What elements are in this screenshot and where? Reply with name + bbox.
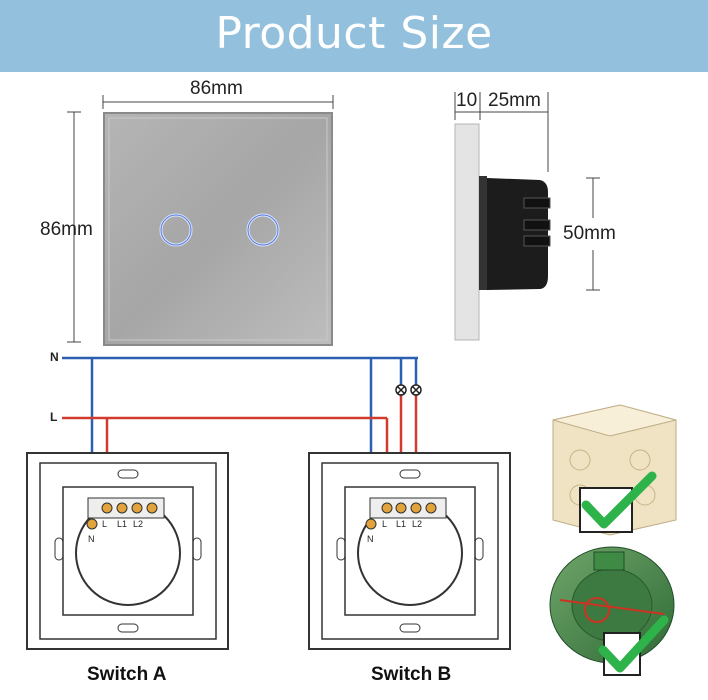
terminal-label-l: L <box>382 519 388 529</box>
terminal-label-l2: L2 <box>133 519 144 529</box>
side-plate-label: 10 <box>456 90 478 111</box>
terminal-label-l1: L1 <box>396 519 407 529</box>
side-dimension-lines <box>454 92 600 291</box>
checkmark-icon <box>581 471 657 529</box>
front-width-label: 86mm <box>190 78 243 99</box>
title-banner: Product Size <box>0 0 708 72</box>
terminal-label-n: N <box>367 534 374 544</box>
switch-b-caption: Switch B <box>371 664 452 685</box>
side-height-label: 50mm <box>563 223 616 244</box>
switch-b-back <box>308 452 511 650</box>
round-wall-box <box>549 546 675 676</box>
lamp-icon <box>395 384 422 396</box>
terminal-label-l1: L1 <box>117 519 128 529</box>
terminal-label-l2: L2 <box>412 519 423 529</box>
page-title: Product Size <box>215 8 493 59</box>
square-wall-box <box>552 404 677 536</box>
switch-a-caption: Switch A <box>87 664 167 685</box>
neutral-label: N <box>50 350 59 364</box>
switch-side-view <box>454 123 551 341</box>
terminal-label-l: L <box>102 519 108 529</box>
checkmark-icon <box>598 615 669 673</box>
front-height-dimension <box>67 111 81 343</box>
live-label: L <box>50 410 58 424</box>
terminal-label-n: N <box>88 534 95 544</box>
front-width-dimension <box>102 95 334 109</box>
front-height-label: 86mm <box>40 219 93 240</box>
switch-a-back <box>26 452 229 650</box>
side-depth-label: 25mm <box>488 90 541 111</box>
switch-front-panel <box>103 112 333 346</box>
